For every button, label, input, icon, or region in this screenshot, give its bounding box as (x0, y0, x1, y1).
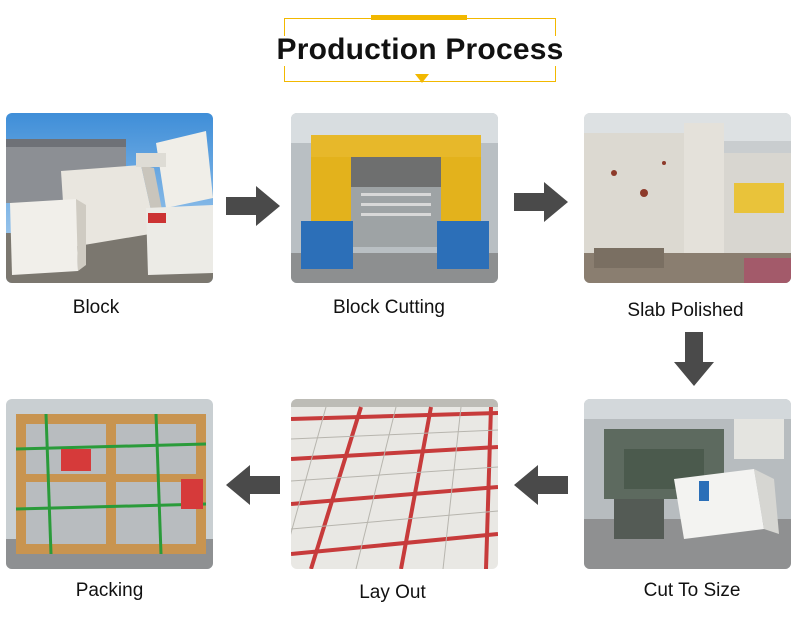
photo-lay-out (291, 399, 498, 569)
step-label-block-cutting: Block Cutting (333, 297, 445, 318)
step-label-cut-to-size: Cut To Size (643, 580, 741, 601)
step-label-packing: Packing (75, 580, 144, 601)
page-title: Production Process (276, 33, 564, 66)
arrow-left-icon (226, 465, 280, 505)
photo-cut-to-size (584, 399, 791, 569)
arrow-right-icon (514, 182, 568, 222)
step-label-slab-polished: Slab Polished (627, 300, 744, 321)
step-label-block: Block (72, 297, 120, 318)
photo-block-cutting (291, 113, 498, 283)
photo-slab-polished (584, 113, 791, 283)
photo-block (6, 113, 213, 283)
title-pointer-icon (415, 74, 429, 83)
arrow-right-icon (226, 186, 280, 226)
photo-packing (6, 399, 213, 569)
arrow-left-icon (514, 465, 568, 505)
step-label-lay-out: Lay Out (359, 582, 426, 603)
title-backdrop (268, 36, 572, 66)
arrow-down-icon (674, 332, 714, 386)
title-accent-bar (371, 15, 467, 20)
